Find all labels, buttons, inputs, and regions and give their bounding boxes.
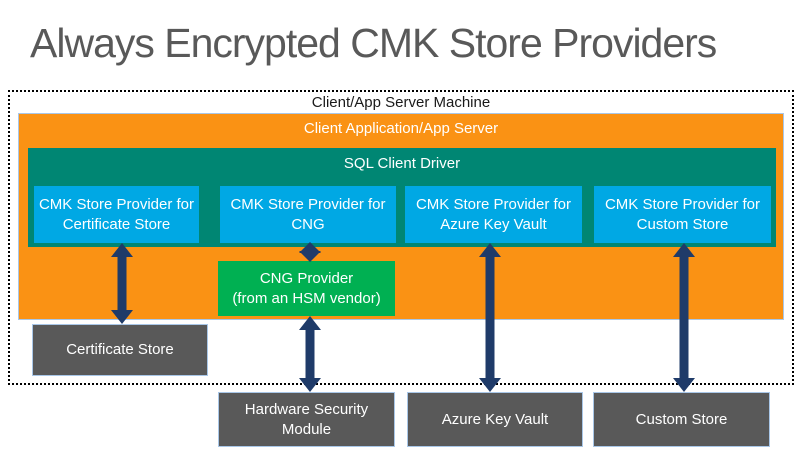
- azure-key-vault-box: Azure Key Vault: [407, 392, 583, 447]
- provider-label-line1: CMK Store Provider for: [604, 196, 761, 214]
- cmk-provider-certificate-store-box: CMK Store Provider for Certificate Store: [34, 186, 199, 243]
- cmk-provider-azure-key-vault-box: CMK Store Provider for Azure Key Vault: [405, 186, 582, 243]
- client-app-server-machine-box: Client/App Server Machine: [8, 90, 794, 385]
- sql-client-driver-label: SQL Client Driver: [343, 155, 461, 172]
- custom-store-label: Custom Store: [635, 410, 728, 428]
- cmk-provider-custom-store-label: CMK Store Provider for Custom Store: [605, 195, 760, 233]
- azure-key-vault-label: Azure Key Vault: [441, 410, 549, 428]
- provider-label-line2: Certificate Store: [62, 215, 171, 233]
- provider-label-line1: CMK Store Provider for: [415, 196, 572, 214]
- cng-provider-label-line1: CNG Provider: [259, 270, 354, 288]
- hardware-security-module-box: Hardware Security Module: [218, 392, 395, 447]
- provider-label-line1: CMK Store Provider for: [230, 196, 386, 214]
- client-application-label: Client Application/App Server: [303, 120, 499, 137]
- custom-store-box: Custom Store: [593, 392, 770, 447]
- cmk-provider-cng-box: CMK Store Provider for CNG: [220, 186, 396, 243]
- machine-label: Client/App Server Machine: [311, 94, 491, 111]
- cmk-provider-certificate-store-label: CMK Store Provider for Certificate Store: [39, 195, 194, 233]
- certificate-store-box: Certificate Store: [32, 324, 208, 376]
- cng-provider-box: CNG Provider (from an HSM vendor): [218, 261, 395, 316]
- cmk-provider-azure-key-vault-label: CMK Store Provider for Azure Key Vault: [416, 195, 571, 233]
- certificate-store-label: Certificate Store: [66, 341, 174, 359]
- hardware-security-module-label: Hardware Security Module: [244, 401, 369, 438]
- cmk-provider-custom-store-box: CMK Store Provider for Custom Store: [594, 186, 771, 243]
- provider-label-line2: Azure Key Vault: [440, 215, 547, 233]
- cng-provider-label-line2: (from an HSM vendor): [232, 289, 381, 307]
- diagram-title: Always Encrypted CMK Store Providers: [30, 20, 717, 66]
- cmk-provider-cng-label: CMK Store Provider for CNG: [230, 195, 385, 233]
- provider-label-line2: CNG: [291, 215, 325, 233]
- cng-provider-label: CNG Provider (from an HSM vendor): [232, 269, 380, 307]
- provider-label-line1: CMK Store Provider for: [38, 196, 195, 214]
- provider-label-line2: Custom Store: [636, 215, 729, 233]
